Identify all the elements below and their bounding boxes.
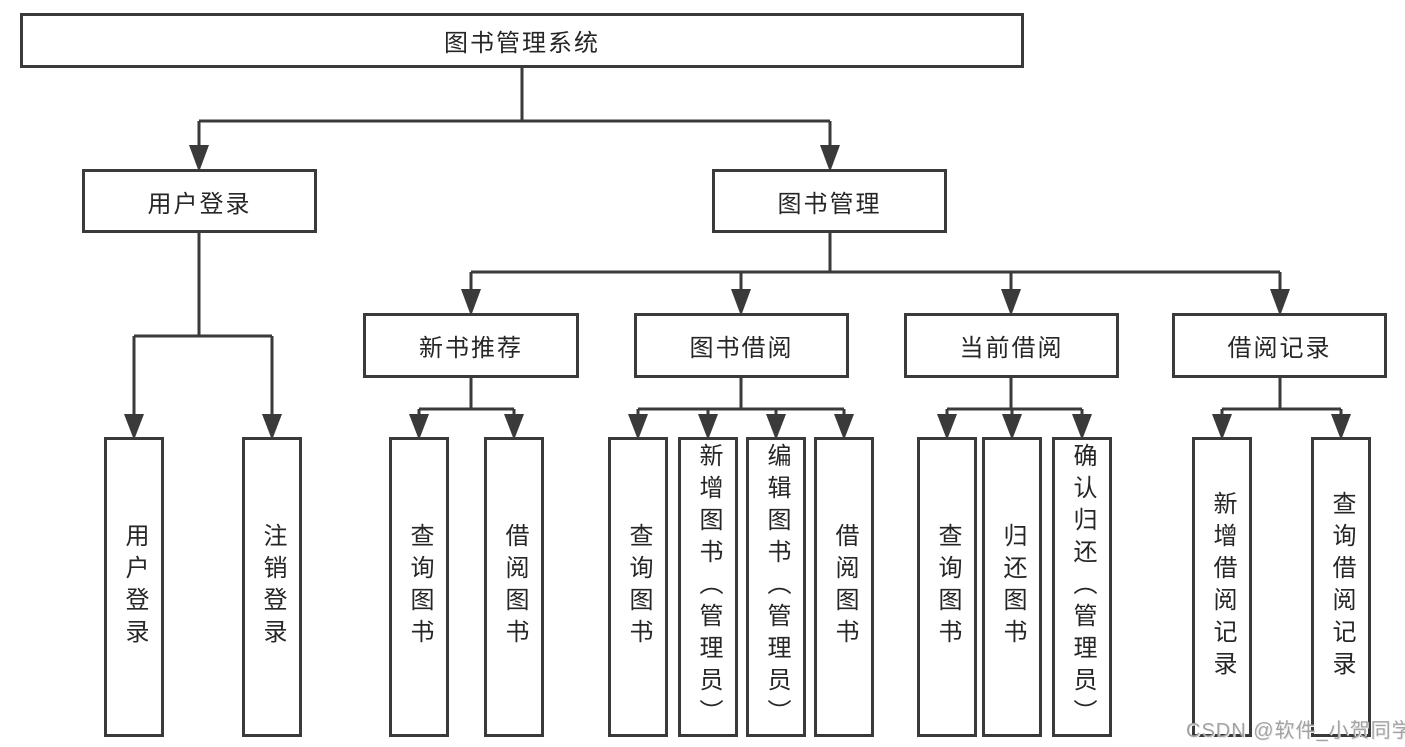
connector-current-borrowing-children [945,378,1084,416]
leaf-edit-book-admin: 编辑图书（管理员） [746,437,806,737]
node-root-library-management-system: 图书管理系统 [20,13,1024,68]
node-label: 当前借阅 [959,335,1064,362]
arrowhead-leaf-borrow-books-1 [504,414,524,440]
leaf-borrow-books-borrowing: 借阅图书 [814,437,874,737]
arrowhead-user-login [189,145,209,172]
arrowhead-leaf-user-login [124,414,144,440]
leaf-query-books-borrowing: 查询图书 [608,437,668,737]
leaf-query-borrow-record: 查询借阅记录 [1311,437,1371,737]
csdn-watermark: CSDN @软件_小贺同学 [1186,720,1405,742]
node-label: 归还图书 [999,523,1026,651]
node-label: 图书管理 [777,190,882,218]
leaf-confirm-return-admin: 确认归还（管理员） [1052,437,1112,737]
arrowhead-leaf-logout [262,414,282,440]
node-book-borrowing: 图书借阅 [634,313,849,378]
connector-book-management-children [469,233,1282,291]
node-book-management: 图书管理 [712,169,947,233]
arrowhead-leaf-confirm-return [1072,414,1092,440]
leaf-logout: 注销登录 [242,437,302,737]
node-label: 借阅图书 [831,523,858,651]
connector-new-book-recommend-children [417,378,516,416]
arrowhead-leaf-borrow-books-2 [834,414,854,440]
arrowhead-leaf-query-record [1331,414,1351,440]
arrowhead-leaf-query-books-1 [409,414,429,440]
node-user-login: 用户登录 [82,169,317,233]
leaf-add-borrow-record: 新增借阅记录 [1192,437,1252,737]
node-label: 查询图书 [406,523,433,651]
node-label: 新增借阅记录 [1209,491,1236,683]
node-label: 新书推荐 [419,335,523,362]
connector-root-to-level2 [197,68,832,147]
arrowhead-borrowing-records [1270,289,1290,316]
node-borrowing-records: 借阅记录 [1172,313,1387,378]
node-label: 注销登录 [259,523,286,651]
arrowhead-leaf-query-books-3 [937,414,957,440]
node-label: 查询图书 [934,523,961,651]
node-new-book-recommend: 新书推荐 [363,313,579,378]
leaf-return-books: 归还图书 [982,437,1042,737]
leaf-user-login: 用户登录 [104,437,164,737]
arrowhead-new-book-recommend [461,289,481,316]
arrowhead-leaf-add-book [698,414,718,440]
leaf-query-books-current: 查询图书 [917,437,977,737]
arrowhead-leaf-query-books-2 [628,414,648,440]
connector-borrowing-records-children [1220,378,1343,416]
node-label: 编辑图书（管理员） [763,443,790,731]
arrowhead-book-borrowing [731,289,751,316]
arrowhead-current-borrowing [1001,289,1021,316]
node-label: 用户登录 [147,190,252,218]
connector-user-login-children [132,233,274,416]
node-label: 借阅图书 [501,523,528,651]
node-label: 新增图书（管理员） [695,443,722,731]
node-current-borrowing: 当前借阅 [904,313,1119,378]
node-label: 查询图书 [625,523,652,651]
connector-book-borrowing-children [636,378,846,416]
node-label: 借阅记录 [1227,335,1332,362]
node-label: 图书管理系统 [444,30,600,57]
node-label: 查询借阅记录 [1328,491,1355,683]
node-label: 确认归还（管理员） [1069,443,1096,731]
leaf-borrow-books-recommend: 借阅图书 [484,437,544,737]
arrowhead-book-management [820,145,840,172]
leaf-add-book-admin: 新增图书（管理员） [678,437,738,737]
arrowhead-leaf-return-books [1002,414,1022,440]
arrowhead-leaf-add-record [1212,414,1232,440]
arrowhead-leaf-edit-book [766,414,786,440]
node-label: 图书借阅 [689,335,794,362]
node-label: 用户登录 [121,523,148,651]
leaf-query-books-recommend: 查询图书 [389,437,449,737]
